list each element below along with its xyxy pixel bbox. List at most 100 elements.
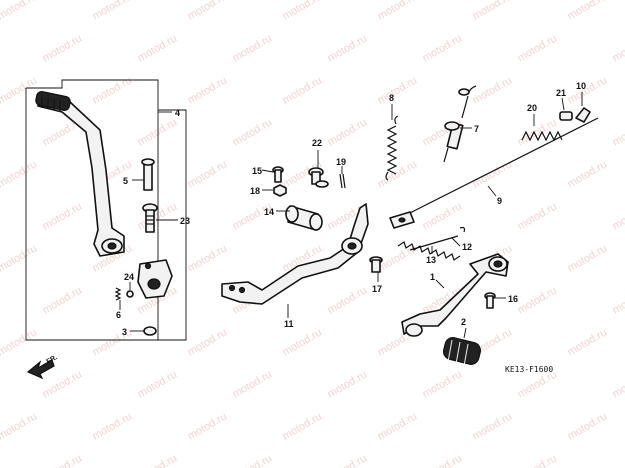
watermark-text: motod.ru: [611, 284, 625, 316]
watermark-text: motod.ru: [41, 284, 85, 316]
watermark-text: motod.ru: [136, 116, 180, 148]
watermark-text: motod.ru: [611, 368, 625, 400]
watermark-text: motod.ru: [376, 158, 420, 190]
watermark-text: motod.ru: [566, 158, 610, 190]
watermark-text: motod.ru: [281, 74, 325, 106]
cable-clip: [575, 107, 591, 123]
watermark-text: motod.ru: [326, 116, 370, 148]
watermark-text: motod.ru: [231, 368, 275, 400]
watermark-text: motod.ru: [41, 368, 85, 400]
watermark-text: motod.ru: [41, 200, 85, 232]
watermark-text: motod.ru: [231, 32, 275, 64]
callout-9: 9: [497, 196, 502, 206]
watermark-text: motod.ru: [566, 0, 610, 23]
watermark-text: motod.ru: [566, 410, 610, 442]
callout-1: 1: [430, 272, 435, 282]
watermark-text: motod.ru: [516, 452, 560, 468]
watermark-text: motod.ru: [516, 116, 560, 148]
pedal-nut: [273, 184, 287, 197]
kick-boss: [137, 259, 173, 299]
kick-starter-arm: [35, 90, 125, 257]
watermark-text: motod.ru: [136, 368, 180, 400]
return-spring: [385, 115, 399, 181]
callout-6: 6: [116, 310, 121, 320]
watermark-text: motod.ru: [326, 32, 370, 64]
diagram-code: KE13-F1600: [505, 365, 553, 374]
watermark-text: motod.ru: [421, 200, 465, 232]
pivot-collar: [285, 205, 323, 231]
callout-21: 21: [556, 88, 566, 98]
pedal-bolt-small: [272, 166, 284, 183]
cable-pin: [559, 111, 573, 121]
watermark-text: motod.ru: [326, 452, 370, 468]
callout-16: 16: [508, 294, 518, 304]
watermark-text: motod.ru: [136, 32, 180, 64]
watermark-text: motod.ru: [91, 74, 135, 106]
watermark-text: motod.ru: [136, 452, 180, 468]
watermark-text: motod.ru: [41, 32, 85, 64]
watermark-text: motod.ru: [0, 158, 39, 190]
watermark-text: motod.ru: [326, 284, 370, 316]
pedal-pivot-pin: [308, 167, 329, 188]
watermark-text: motod.ru: [231, 116, 275, 148]
front-direction-arrow: FR.: [26, 354, 59, 380]
watermark-text: motod.ru: [376, 0, 420, 23]
assembly-bracket: [25, 79, 187, 341]
watermark-text: motod.ru: [421, 452, 465, 468]
watermark-text: motod.ru: [326, 368, 370, 400]
watermark-text: motod.ru: [566, 326, 610, 358]
watermark-text: motod.ru: [186, 74, 230, 106]
callout-3: 3: [122, 327, 127, 337]
callout-19: 19: [336, 157, 346, 167]
watermark-text: motod.ru: [516, 284, 560, 316]
callout-23: 23: [180, 216, 190, 226]
shift-bolt: [484, 292, 496, 309]
kick-bolt: [142, 203, 158, 233]
callout-17: 17: [372, 284, 382, 294]
kick-circlip: [143, 326, 157, 336]
watermark-text: motod.ru: [0, 242, 39, 274]
cotter-pin: [339, 173, 346, 189]
callout-12: 12: [462, 242, 472, 252]
watermark-text: motod.ru: [471, 0, 515, 23]
kick-ball: [126, 290, 134, 298]
watermark-text: motod.ru: [91, 326, 135, 358]
watermark-text: motod.ru: [186, 0, 230, 23]
watermark-text: motod.ru: [566, 74, 610, 106]
watermark-text: motod.ru: [611, 200, 625, 232]
callout-14: 14: [264, 207, 274, 217]
watermark-text: motod.ru: [611, 116, 625, 148]
pedal-rod: [409, 235, 459, 251]
callout-15: 15: [252, 166, 262, 176]
shift-rubber: [442, 337, 482, 367]
callout-18: 18: [250, 186, 260, 196]
watermark-text: motod.ru: [0, 0, 39, 23]
callout-11: 11: [284, 319, 294, 329]
gear-shift-lever: [401, 253, 509, 337]
kick-spring: [114, 287, 122, 301]
watermark-text: motod.ru: [186, 410, 230, 442]
watermark-text: motod.ru: [376, 410, 420, 442]
watermark-text: motod.ru: [471, 74, 515, 106]
watermark-text: motod.ru: [281, 326, 325, 358]
watermark-text: motod.ru: [186, 242, 230, 274]
watermark-text: motod.ru: [0, 326, 39, 358]
watermark-text: motod.ru: [516, 32, 560, 64]
callout-layer: 4 5 23 24 6 3 15 18 22 19 14 11 8 7 20 2…: [116, 81, 586, 339]
watermark-text: motod.ru: [186, 158, 230, 190]
watermark-text: motod.ru: [231, 452, 275, 468]
watermark-text: motod.ru: [0, 410, 39, 442]
callout-2: 2: [461, 317, 466, 327]
watermark-text: motod.ru: [611, 452, 625, 468]
callout-24: 24: [124, 272, 134, 282]
watermark-text: motod.ru: [471, 410, 515, 442]
watermark-text: motod.ru: [91, 410, 135, 442]
watermark-text: motod.ru: [516, 200, 560, 232]
watermark-text: motod.ru: [376, 74, 420, 106]
cable-spring: [521, 130, 563, 142]
watermark-text: motod.ru: [421, 32, 465, 64]
watermark-text: motod.ru: [566, 242, 610, 274]
callout-8: 8: [389, 93, 394, 103]
